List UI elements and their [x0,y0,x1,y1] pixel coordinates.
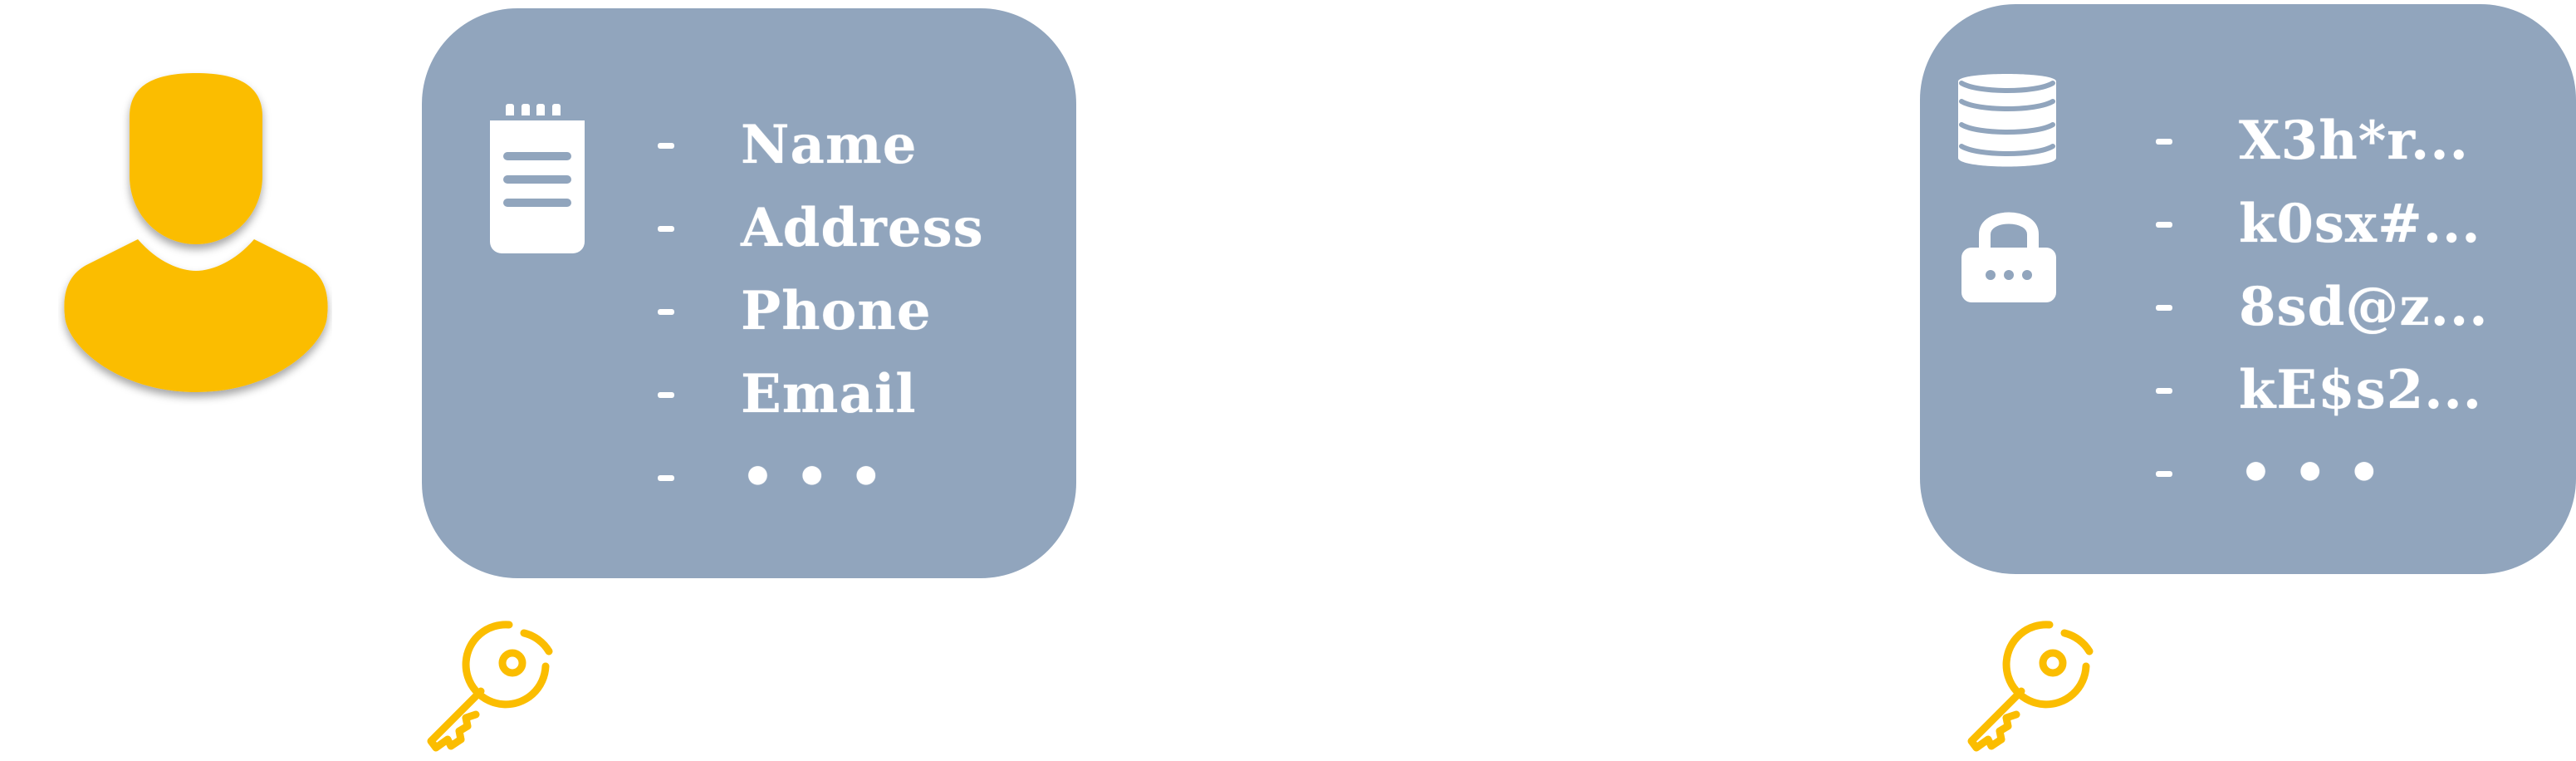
list-item: Name [658,104,984,187]
field-address: Address [741,197,984,259]
encrypted-value: 8sd@z... [2239,276,2489,338]
field-ellipsis: • • • [741,446,884,508]
field-email: Email [741,363,917,425]
encrypted-value: X3h*r... [2239,110,2469,172]
field-name: Name [741,114,918,176]
bullet-dash [2156,221,2172,228]
bullet-dash [2156,387,2172,394]
list-item: Address [658,187,984,270]
bullet-dash [658,142,674,149]
bullet-dash [2156,304,2172,311]
encrypted-ellipsis: • • • [2239,442,2383,504]
encrypted-data-list: X3h*r... k0sx#... 8sd@z... kE$s2... • • … [2156,100,2489,515]
plain-data-card [422,8,1076,578]
bullet-dash [2156,138,2172,145]
database-icon [1958,74,2056,167]
list-item: kE$s2... [2156,349,2489,432]
plain-data-list: Name Address Phone Email • • • [658,104,984,519]
key-icon [1967,621,2094,752]
list-item: Email [658,353,984,436]
key-icon [427,621,553,752]
lock-icon [1961,212,2056,302]
list-item: 8sd@z... [2156,266,2489,349]
list-item: k0sx#... [2156,183,2489,266]
bullet-dash [2156,470,2172,477]
notepad-icon [490,104,585,253]
bullet-dash [658,474,674,481]
list-item: • • • [2156,432,2489,515]
list-item: X3h*r... [2156,100,2489,183]
field-phone: Phone [741,280,932,342]
encrypted-value: kE$s2... [2239,359,2483,421]
list-item: Phone [658,270,984,353]
bullet-dash [658,391,674,398]
encrypted-value: k0sx#... [2239,193,2481,255]
bullet-dash [658,225,674,232]
bullet-dash [658,308,674,315]
list-item: • • • [658,436,984,519]
user-avatar-icon [64,73,328,392]
